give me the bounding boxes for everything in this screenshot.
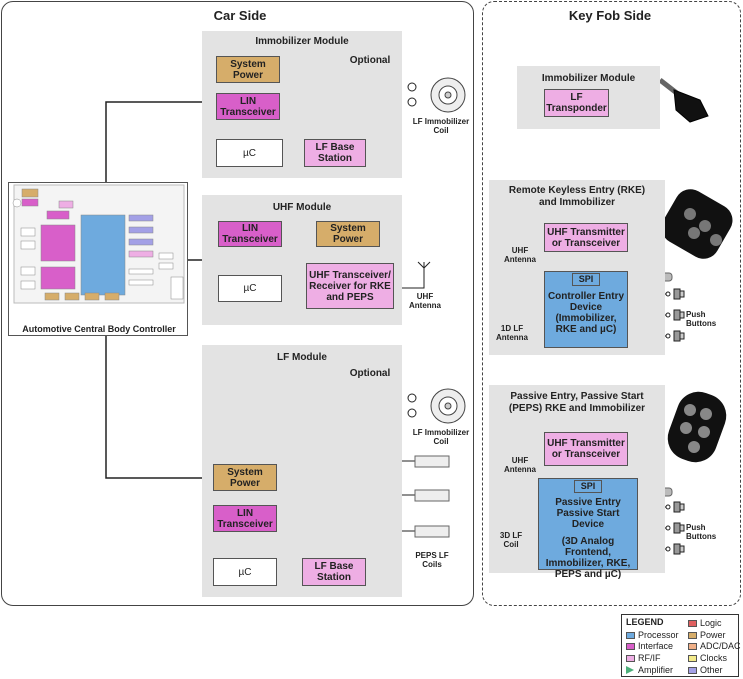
uhf-antenna-label: UHF Antenna [504,456,536,474]
lf-immobilizer-coil-label: LF Immobilizer Coil [412,117,470,135]
legend-label: ADC/DAC [700,641,741,651]
legend-label: Power [700,630,726,640]
lf-transponder-block: LF Transponder [544,89,609,117]
controller-entry-device-block: SPI Controller Entry Device (Immobilizer… [544,271,628,348]
uhf-antenna-label: UHF Antenna [504,246,536,264]
1d-lf-antenna-label: 1D LF Antenna [496,324,528,342]
legend-item: Clocks [688,653,727,663]
central-body-controller: Automotive Central Body Controller [8,182,188,336]
uhf-transmitter-block: UHF Transmitter or Transceiver [544,432,628,466]
flip-key-fob-icon [661,189,733,259]
legend-label: Processor [638,630,679,640]
controller-thumbnail [12,184,185,304]
lf-immobilizer-coil-label: LF Immobilizer Coil [412,428,470,446]
keyfob-side-panel [482,1,741,606]
legend-swatch [626,631,635,639]
optional-label: Optional [349,55,391,66]
peps-device-title: Passive Entry Passive Start Device [555,497,621,530]
uhf-transmitter-block: UHF Transmitter or Transceiver [544,223,628,252]
legend-item: Processor [626,630,679,640]
microcontroller-block: µC [218,275,282,302]
legend-swatch [626,654,635,662]
push-buttons-label: Push Buttons [686,310,717,328]
legend-swatch [626,642,635,650]
peps-device-block: SPI Passive Entry Passive Start Device (… [538,478,638,580]
keyfob-side-title: Key Fob Side [568,8,652,23]
car-side-panel [1,1,474,606]
legend: LEGEND Processor Logic Interface Power R… [621,614,741,677]
car-side-title: Car Side [213,8,267,23]
legend-swatch [688,666,697,674]
car-key-icon [658,78,709,123]
spi-tag: SPI [573,480,603,493]
module-title: Immobilizer Module [255,36,349,47]
controller-entry-label: Controller Entry Device (Immobilizer, RK… [547,291,625,335]
lin-transceiver-block: LIN Transceiver [216,93,280,120]
legend-swatch [688,654,697,662]
push-buttons-label: Push Buttons [686,523,717,541]
uhf-transceiver-block: UHF Transceiver/ Receiver for RKE and PE… [306,263,394,309]
legend-item: Logic [688,618,722,628]
lin-transceiver-block: LIN Transceiver [218,221,282,247]
legend-label: Interface [638,641,674,651]
microcontroller-block: µC [216,139,283,167]
central-caption: Automotive Central Body Controller [22,324,176,334]
microcontroller-block: µC [213,558,277,586]
module-title: Remote Keyless Entry (RKE) and Immobiliz… [508,185,646,208]
legend-item: Other [688,665,723,675]
smart-key-fob-icon [667,391,727,463]
legend-swatch [688,642,697,650]
module-title: UHF Module [272,202,332,213]
legend-swatch [688,619,697,627]
peps-lf-coils-label: PEPS LF Coils [415,551,449,569]
amplifier-legend-icon [626,666,634,674]
system-power-block: System Power [316,221,380,247]
legend-swatch [688,631,697,639]
system-power-block: System Power [213,464,277,491]
3d-lf-coil-label: 3D LF Coil [499,531,523,549]
legend-label: RF/IF [638,653,661,663]
legend-item: Interface [626,641,673,651]
spi-tag: SPI [571,273,601,286]
legend-item: RF/IF [626,653,661,663]
legend-label: Logic [700,618,722,628]
lf-base-station-block: LF Base Station [302,558,366,586]
legend-label: Clocks [700,653,728,663]
module-title: Immobilizer Module [541,73,636,84]
fob-rke-module: Remote Keyless Entry (RKE) and Immobiliz… [489,180,665,355]
lin-transceiver-block: LIN Transceiver [213,505,277,532]
legend-item: Amplifier [626,665,673,675]
uhf-antenna-label: UHF Antenna [409,292,441,310]
legend-label: Amplifier [638,665,674,675]
legend-item: Power [688,630,726,640]
module-title: LF Module [277,352,327,363]
lf-base-station-block: LF Base Station [304,139,366,167]
legend-title: LEGEND [626,617,664,627]
optional-label: Optional [349,368,391,379]
peps-device-detail: (3D Analog Frontend, Immobilizer, RKE, P… [545,536,631,580]
legend-label: Other [700,665,723,675]
module-title: Passive Entry, Passive Start (PEPS) RKE … [508,391,646,414]
legend-item: ADC/DAC [688,641,741,651]
system-power-block: System Power [216,56,280,83]
